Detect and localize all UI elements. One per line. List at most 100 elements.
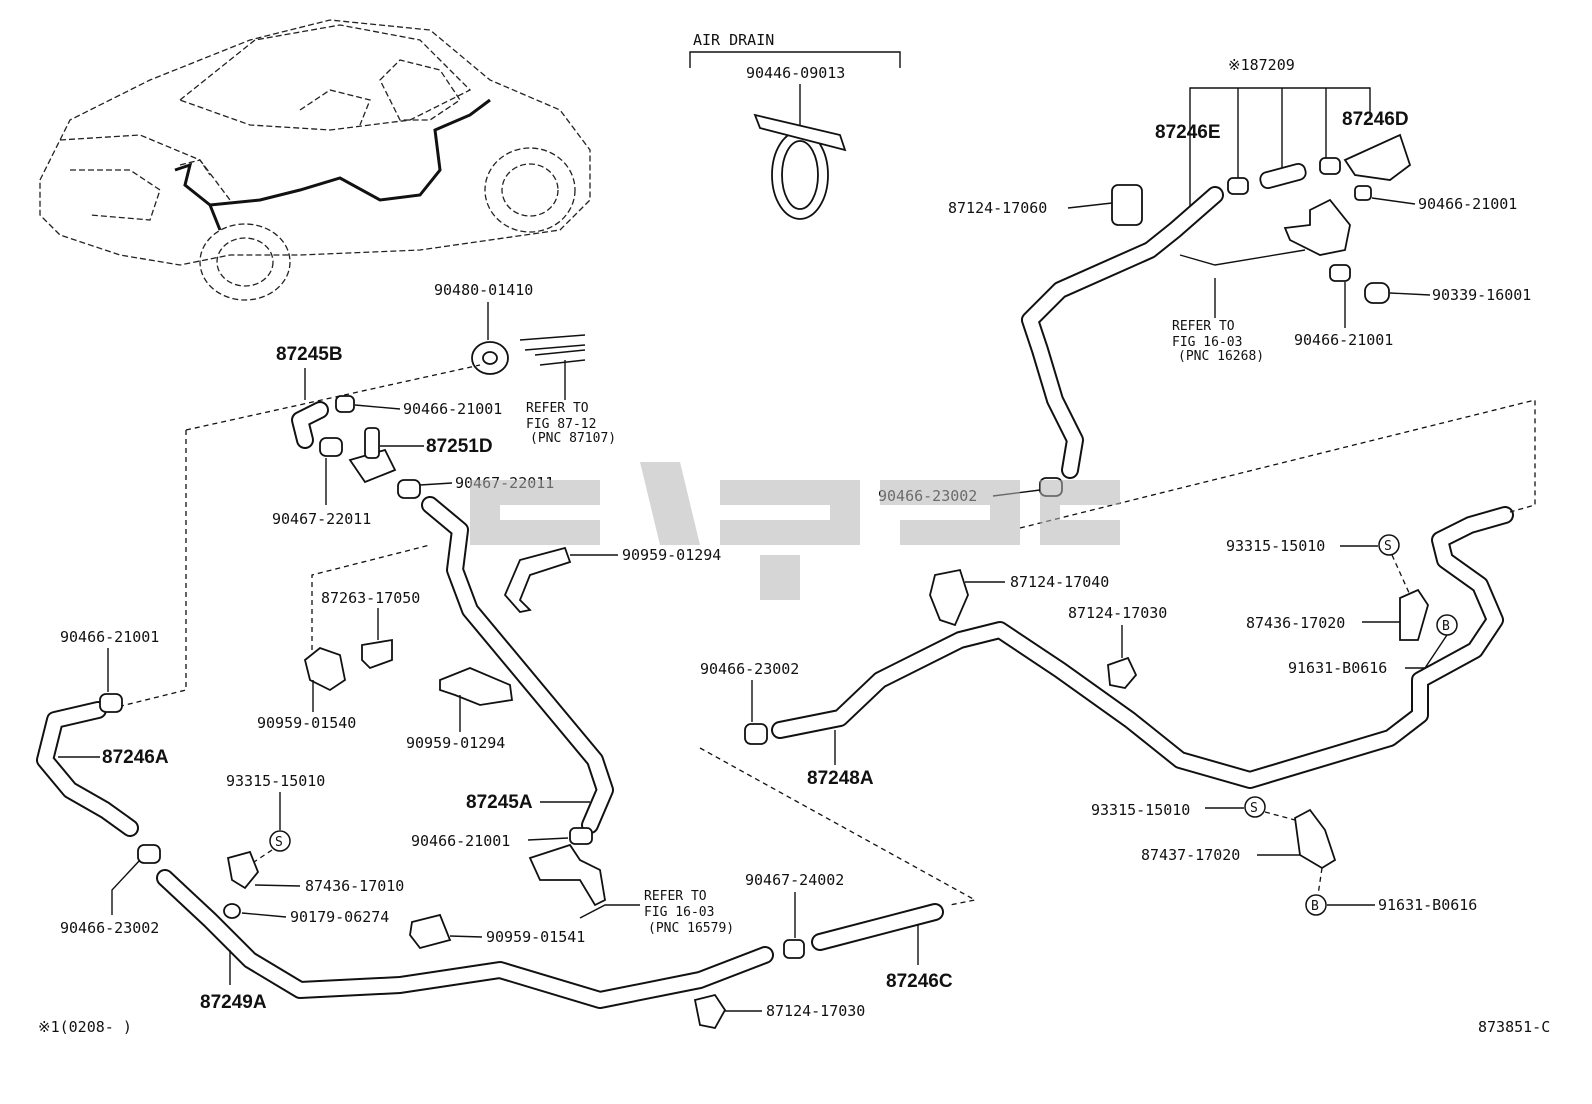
- label-87246E: 87246E: [1155, 122, 1221, 143]
- top-right-group: ※187209 87246E 87246D 87124-17060 90466-…: [948, 56, 1531, 364]
- label-90466-23002-b: 90466-23002: [60, 919, 159, 937]
- bottom-middle-parts: REFER TO FIG 16-03 (PNC 16579) 90959-015…: [409, 843, 865, 1030]
- label-90466-21001-e: 90466-21001: [411, 832, 510, 850]
- label-87245A: 87245A: [466, 792, 533, 813]
- clamp-icon: [1319, 157, 1341, 175]
- tee-joint-icon: [1283, 198, 1351, 256]
- air-drain-group: AIR DRAIN 90446-09013: [689, 31, 901, 220]
- figure-code: 873851-C: [1478, 1018, 1550, 1036]
- clamp-icon: [1329, 264, 1351, 282]
- clamp-icon: [1227, 177, 1249, 195]
- label-87263-17050: 87263-17050: [321, 589, 420, 607]
- label-90959-01294-b: 90959-01294: [406, 734, 505, 752]
- ref-fig-87-12-line1: REFER TO: [526, 401, 589, 416]
- label-87246C: 87246C: [886, 971, 953, 992]
- label-87124-17060: 87124-17060: [948, 199, 1047, 217]
- pipe-joint-icon: [528, 843, 606, 907]
- bracket-87436-17020-icon: [1399, 588, 1429, 641]
- clamp-icon: [397, 479, 421, 499]
- label-87436-17010: 87436-17010: [305, 877, 404, 895]
- clip-90959-01540-icon: [303, 646, 347, 692]
- ref-fig-87-12-line3: (PNC 87107): [530, 431, 616, 446]
- car-outline: [39, 19, 591, 301]
- symbol-s-b-text: S: [1384, 539, 1392, 554]
- symbol-b-b: [1305, 894, 1327, 916]
- clip-87124-17030-b-icon: [693, 993, 727, 1030]
- label-90466-23002-c: 90466-23002: [700, 660, 799, 678]
- clip-87124-17030-a-icon: [1107, 656, 1138, 689]
- label-90467-24002: 90467-24002: [745, 871, 844, 889]
- clamp-icon: [335, 395, 355, 413]
- clamp-icon: [783, 939, 805, 959]
- symbol-b-a-text: B: [1442, 619, 1450, 634]
- ref-fig-87-12-line2: FIG 87-12: [526, 417, 596, 432]
- label-87248A: 87248A: [807, 768, 874, 789]
- label-90339-16001: 90339-16001: [1432, 286, 1531, 304]
- label-90179-06274: 90179-06274: [290, 908, 389, 926]
- label-87251D: 87251D: [426, 436, 493, 457]
- hose-87248A: 90466-23002 87248A 87124-17040 87124-170…: [700, 399, 1536, 789]
- label-93315-15010-c: 93315-15010: [1091, 801, 1190, 819]
- label-90959-01294-a: 90959-01294: [622, 546, 721, 564]
- label-93315-15010-b: 93315-15010: [1226, 537, 1325, 555]
- clip-87124-17040-icon: [929, 568, 969, 627]
- label-87436-17020: 87436-17020: [1246, 614, 1345, 632]
- symbol-s-a-text: S: [275, 835, 283, 850]
- ref-fig-16-03-a-line3: (PNC 16268): [1178, 349, 1264, 364]
- label-90466-21001-d: 90466-21001: [60, 628, 159, 646]
- label-90446-09013: 90446-09013: [746, 64, 845, 82]
- label-87437-17020: 87437-17020: [1141, 846, 1240, 864]
- hose-87246E: 90466-23002: [878, 186, 1224, 505]
- ref-fig-16-03-b-line1: REFER TO: [644, 889, 707, 904]
- label-87246D: 87246D: [1342, 109, 1409, 130]
- watermark-logo: [470, 462, 1120, 600]
- ref-fig-16-03-a-line1: REFER TO: [1172, 319, 1235, 334]
- symbol-s-c-text: S: [1250, 801, 1258, 816]
- symbol-b-b-text: B: [1311, 899, 1319, 914]
- label-87249A: 87249A: [200, 992, 267, 1013]
- bracket-left-bottom: 93315-15010 S 87436-17010 90179-06274: [223, 772, 404, 926]
- clip-90959-01541-icon: [409, 913, 452, 950]
- cap-icon: [1364, 282, 1390, 304]
- label-87124-17040: 87124-17040: [1010, 573, 1109, 591]
- label-90959-01541: 90959-01541: [486, 928, 585, 946]
- bracket-right-lower: 93315-15010 S 87437-17020 B 91631-B0616: [1091, 796, 1477, 916]
- hose-87246C: 87246C: [699, 747, 977, 992]
- clamp-icon: [744, 723, 768, 745]
- label-90959-01540: 90959-01540: [257, 714, 356, 732]
- label-90467-22011-b: 90467-22011: [272, 510, 371, 528]
- hose-end-icon: [1343, 133, 1412, 181]
- ref-fig-16-03-b-line3: (PNC 16579): [648, 921, 734, 936]
- label-90466-21001-c: 90466-21001: [403, 400, 502, 418]
- label-87245B: 87245B: [276, 344, 343, 365]
- label-90480-01410: 90480-01410: [434, 281, 533, 299]
- clamp-icon: [569, 827, 593, 845]
- symbol-s-a: [269, 830, 291, 852]
- label-187209: ※187209: [1228, 56, 1295, 74]
- clip-icon: [1111, 184, 1143, 226]
- label-91631-B0616-b: 91631-B0616: [1378, 896, 1477, 914]
- label-87124-17030-b: 87124-17030: [766, 1002, 865, 1020]
- bracket-icon: [361, 638, 393, 670]
- symbol-s-c: [1244, 796, 1266, 818]
- clip-90959-01294-b-icon: [439, 667, 514, 706]
- symbol-s-b: [1378, 534, 1400, 556]
- hose-87249A: 87249A 90467-24002: [156, 869, 844, 1013]
- bracket-87436-17010-icon: [226, 850, 260, 890]
- hose-87245A: 87245A 90466-21001: [411, 496, 614, 850]
- hose-87246A: 90466-21001 87246A 90466-23002: [36, 628, 169, 937]
- ref-fig-16-03-a-line2: FIG 16-03: [1172, 335, 1242, 350]
- label-90466-21001-b: 90466-21001: [1294, 331, 1393, 349]
- nut-icon: [223, 903, 241, 919]
- label-87124-17030-a: 87124-17030: [1068, 604, 1167, 622]
- joint-icon: [1259, 162, 1307, 190]
- clamp-icon: [137, 844, 161, 864]
- clamp-icon: [99, 693, 123, 713]
- ref-fig-16-03-b-line2: FIG 16-03: [644, 905, 714, 920]
- clip-90959-01294-icon: [503, 546, 572, 613]
- label-91631-B0616-a: 91631-B0616: [1288, 659, 1387, 677]
- label-93315-15010-a: 93315-15010: [226, 772, 325, 790]
- label-87246A: 87246A: [102, 747, 169, 768]
